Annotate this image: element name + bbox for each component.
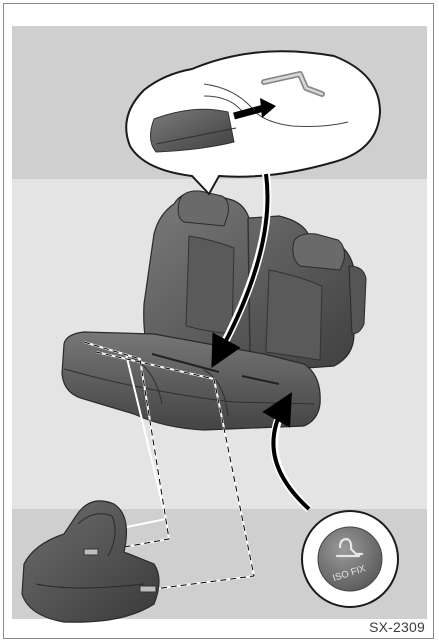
- figure-frame: ISO FIX SX-2309: [3, 3, 434, 639]
- isofix-badge: ISO FIX: [302, 511, 398, 607]
- figure-code: SX-2309: [369, 619, 425, 635]
- isofix-illustration: ISO FIX: [4, 4, 434, 639]
